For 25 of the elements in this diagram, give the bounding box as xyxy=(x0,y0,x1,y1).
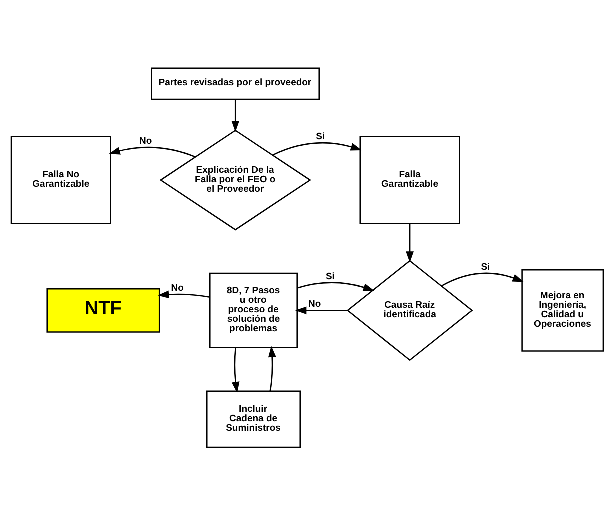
arrow xyxy=(295,306,348,314)
arrow xyxy=(232,348,240,393)
node-diamond: Causa Raíz identificada xyxy=(346,260,474,361)
node-box: 8D, 7 Pasos u otro proceso de solución de problemas xyxy=(209,272,298,348)
edge-label: Si xyxy=(326,270,335,282)
node-box: NTF xyxy=(46,288,160,332)
arrow xyxy=(297,282,375,291)
edge-label: No xyxy=(308,298,322,310)
arrow xyxy=(158,290,210,298)
edge-label: Si xyxy=(481,261,490,272)
arrow xyxy=(441,272,524,286)
arrow xyxy=(406,223,414,262)
node-box: Partes revisadas por el proveedor xyxy=(151,67,320,100)
arrow xyxy=(272,142,362,156)
arrow xyxy=(232,99,240,132)
arrow xyxy=(268,346,276,391)
node-diamond: Explicación De la Falla por el FEO o el Proveedor xyxy=(160,129,312,230)
node-box: Falla Garantizable xyxy=(360,136,460,224)
edge-label: No xyxy=(171,282,184,294)
arrow xyxy=(109,146,196,158)
edge-label: Si xyxy=(316,131,326,142)
node-box: Mejora en Ingeniería, Calidad u Operaciones xyxy=(522,268,604,352)
node-box: Incluir Cadena de Suministros xyxy=(206,390,302,448)
edge-label: No xyxy=(139,136,152,147)
node-box: Falla No Garantizable xyxy=(10,136,112,224)
